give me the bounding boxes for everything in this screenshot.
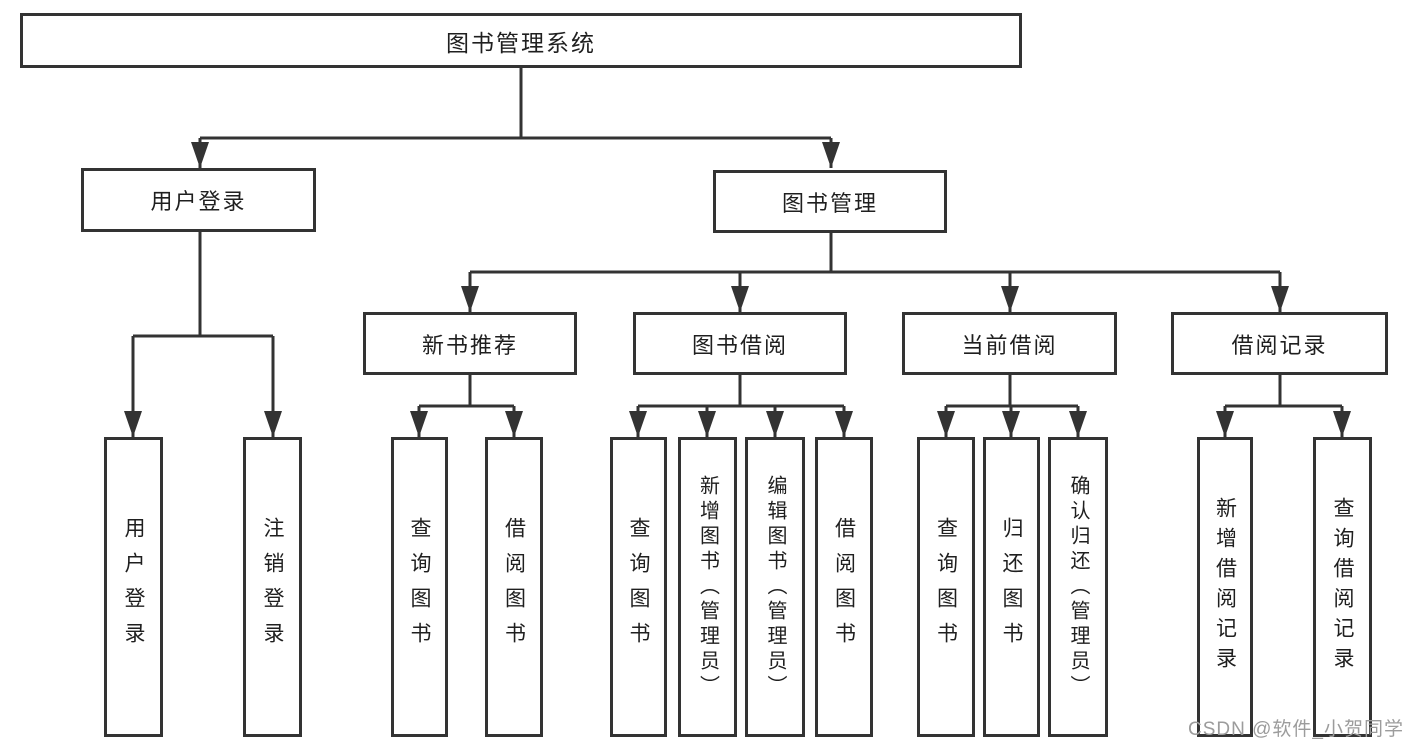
connector-borrow-children [629, 375, 853, 437]
leaf-current-query-books: 查询图书 [917, 437, 975, 737]
leaf-recommend-query-books: 查询图书 [391, 437, 448, 737]
node-user-login: 用户登录 [81, 168, 316, 232]
leaf-add-borrow-record: 新增借阅记录 [1197, 437, 1253, 737]
node-book-management: 图书管理 [713, 170, 947, 233]
leaf-query-borrow-record: 查询借阅记录 [1313, 437, 1372, 737]
leaf-user-login: 用户登录 [104, 437, 163, 737]
connector-current-children [937, 375, 1087, 437]
connector-recommend-children [410, 375, 523, 437]
node-borrow-records: 借阅记录 [1171, 312, 1388, 375]
leaf-borrow-borrow-books: 借阅图书 [815, 437, 873, 737]
leaf-logout: 注销登录 [243, 437, 302, 737]
watermark-text: CSDN @软件_小贺同学 [1188, 719, 1404, 740]
leaf-edit-book-admin: 编辑图书（管理员） [745, 437, 805, 737]
connector-records-children [1216, 375, 1351, 437]
leaf-add-book-admin: 新增图书（管理员） [678, 437, 737, 737]
connector-root-to-branches [191, 68, 840, 168]
node-new-book-recommend: 新书推荐 [363, 312, 577, 375]
leaf-borrow-query-books: 查询图书 [610, 437, 667, 737]
leaf-return-books: 归还图书 [983, 437, 1040, 737]
node-book-borrow: 图书借阅 [633, 312, 847, 375]
connector-mgmt-children [461, 232, 1289, 312]
leaf-recommend-borrow-books: 借阅图书 [485, 437, 543, 737]
connector-login-children [124, 232, 282, 437]
node-root: 图书管理系统 [20, 13, 1022, 68]
leaf-confirm-return-admin: 确认归还（管理员） [1048, 437, 1108, 737]
node-current-borrow: 当前借阅 [902, 312, 1117, 375]
